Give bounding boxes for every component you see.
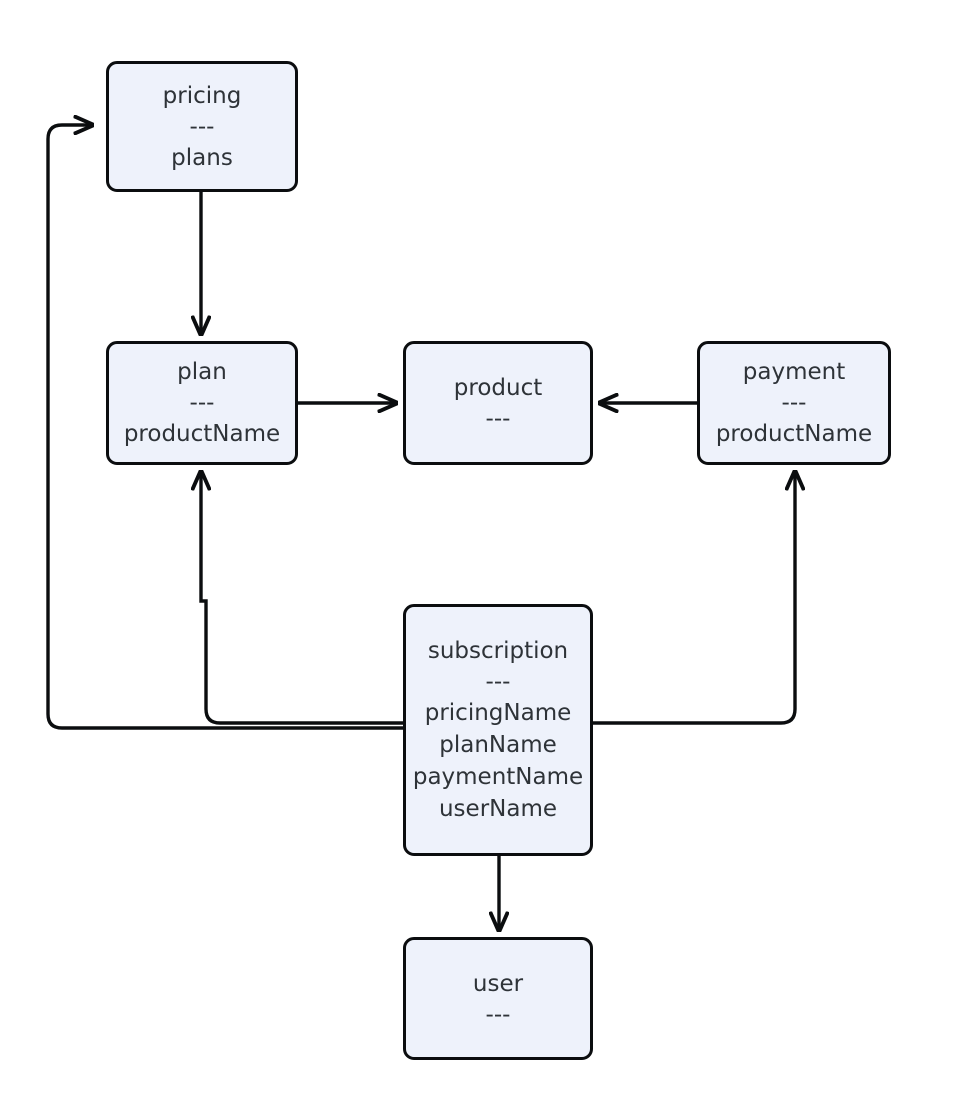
node-subscription-separator: --- [485, 669, 511, 695]
node-product-separator: --- [485, 406, 511, 432]
node-pricing[interactable]: pricing --- plans [106, 61, 298, 192]
node-subscription-field-username: userName [438, 796, 558, 822]
node-subscription[interactable]: subscription --- pricingName planName pa… [403, 604, 593, 856]
node-payment-fields: productName [716, 418, 872, 450]
node-plan-separator: --- [189, 390, 215, 416]
edge-subscription-to-plan [201, 472, 403, 725]
node-user-title: user [472, 970, 524, 997]
node-payment-separator: --- [781, 390, 807, 416]
node-product-title: product [453, 375, 543, 401]
edge-subscription-to-pricing [46, 125, 403, 730]
node-pricing-fields: plans [171, 142, 233, 174]
node-user-separator: --- [485, 1001, 511, 1028]
edge-subscription-to-payment [593, 472, 795, 725]
node-plan-fields: productName [124, 418, 280, 450]
node-user[interactable]: user --- [403, 937, 593, 1060]
node-plan-title: plan [177, 359, 227, 385]
node-payment-field-productname: productName [715, 421, 873, 447]
node-subscription-fields: pricingName planName paymentName userNam… [413, 697, 583, 825]
node-subscription-title: subscription [427, 638, 569, 664]
node-payment-title: payment [742, 359, 846, 385]
node-pricing-field-plans: plans [171, 144, 233, 171]
node-plan[interactable]: plan --- productName [106, 341, 298, 465]
node-subscription-field-paymentname: paymentName [412, 764, 584, 790]
node-subscription-field-pricingname: pricingName [424, 700, 572, 726]
node-subscription-field-planname: planName [439, 732, 557, 758]
node-pricing-title: pricing [162, 82, 242, 109]
node-plan-field-productname: productName [123, 421, 281, 447]
node-payment[interactable]: payment --- productName [697, 341, 891, 465]
node-pricing-separator: --- [189, 113, 215, 140]
node-product[interactable]: product --- [403, 341, 593, 465]
